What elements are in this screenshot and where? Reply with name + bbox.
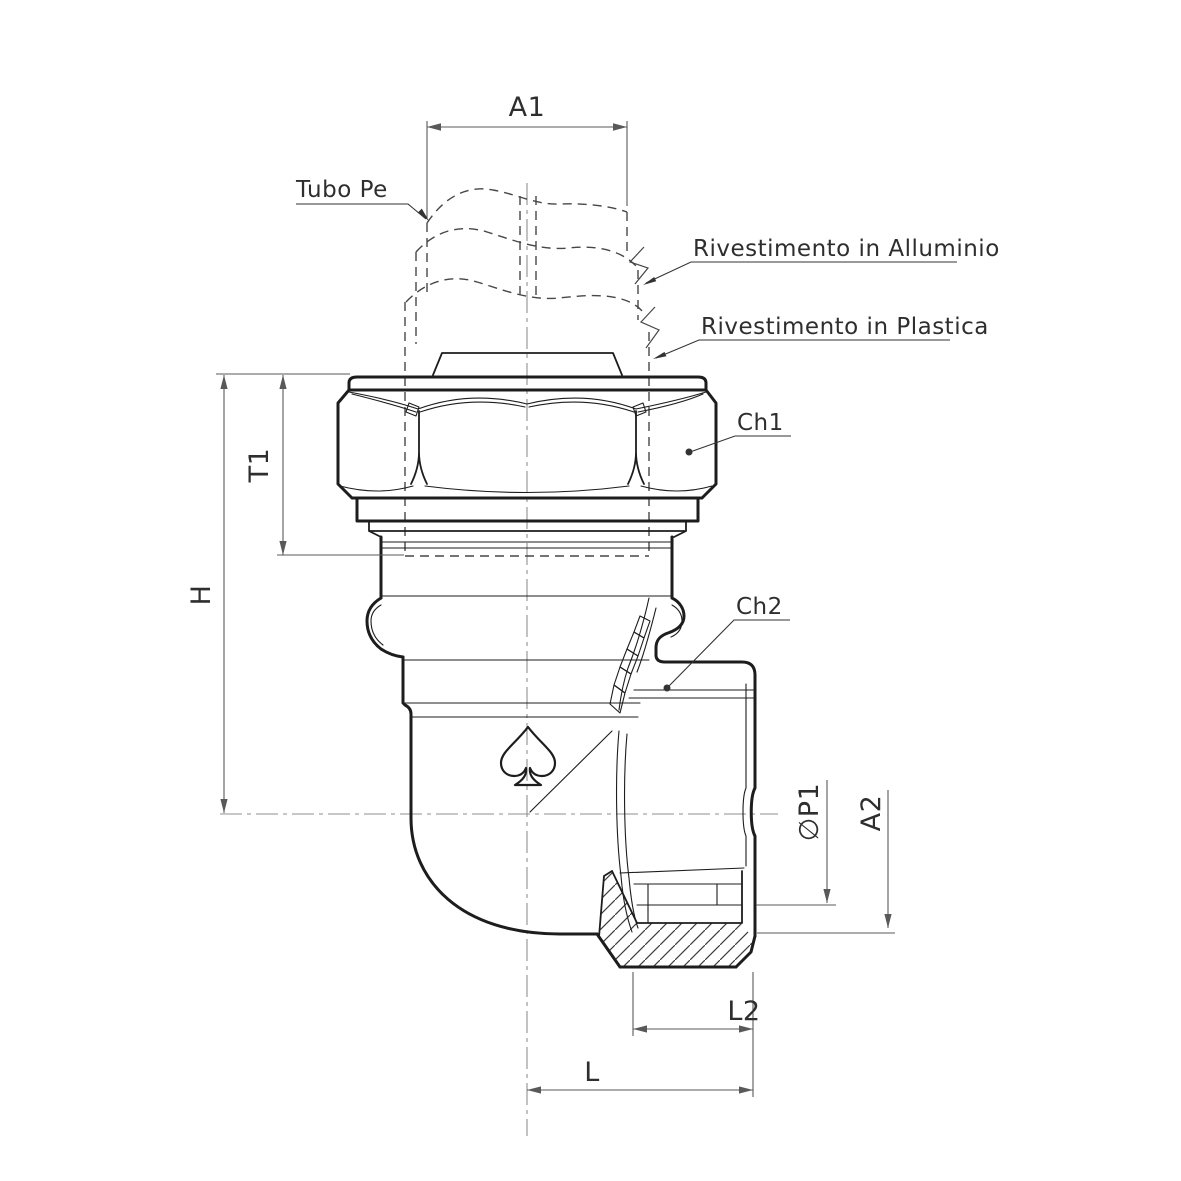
plastic-break-symbol	[639, 306, 660, 349]
aluminum-break-symbol	[628, 246, 650, 285]
dimension-a1: A1	[426, 92, 628, 218]
port-bottom-flat	[595, 932, 738, 969]
callout-rivestimento-alluminio: Rivestimento in Alluminio	[643, 236, 1000, 285]
nut-top-chamfer-garland	[348, 391, 707, 413]
body-flare-right	[654, 596, 686, 657]
dimension-a2-label: A2	[856, 795, 887, 832]
dimension-l: L	[527, 1057, 753, 1094]
dimension-h-label: H	[186, 585, 217, 606]
bore-cone-edges	[598, 870, 638, 938]
port-bottom-chamfer	[734, 934, 757, 969]
pe-tube-break-edge	[426, 188, 628, 224]
tubo-pe-label: Tubo Pe	[295, 177, 388, 203]
callout-ch1: Ch1	[685, 410, 791, 456]
port-end-face	[749, 673, 757, 938]
dimension-t1-label: T1	[244, 448, 275, 484]
dimension-p1-label: ∅P1	[794, 783, 825, 841]
pe-tube-sides	[426, 196, 628, 300]
callout-tubo-pe: Tubo Pe	[295, 177, 429, 221]
nut-hex-face-edge-right	[627, 410, 645, 485]
dimension-a2: A2	[757, 790, 895, 934]
ch1-label: Ch1	[737, 410, 784, 436]
aluminum-layer-sides	[415, 252, 639, 344]
nut-chamfer-facet-left	[405, 402, 420, 417]
dimension-p1: ∅P1	[756, 780, 836, 906]
callout-ch2: Ch2	[663, 594, 790, 692]
leader-callouts: Tubo Pe Rivestimento in Alluminio Rivest…	[295, 177, 1000, 692]
ch2-leader-dot	[663, 684, 671, 692]
thread-relief-lines	[647, 883, 718, 924]
spade-logo	[499, 725, 557, 787]
dimension-a1-label: A1	[509, 92, 546, 123]
nut-chamfer-facet-right	[632, 402, 647, 417]
port-end-face-inner	[742, 683, 747, 867]
nut-hex-silhouette	[336, 388, 718, 500]
body-neck-edges	[379, 535, 674, 600]
aluminum-layer-break-edge	[415, 227, 637, 267]
dimension-l2-label: L2	[727, 996, 760, 1027]
insert-ring	[432, 352, 623, 376]
female-threaded-port	[595, 597, 757, 969]
body-step-ring	[368, 520, 687, 538]
pipe-hidden-inside-fitting	[404, 302, 650, 557]
nut-bottom-chamfer-arcs	[339, 485, 713, 494]
body-flare-inner-contours	[370, 604, 683, 646]
fitting-body	[365, 520, 687, 936]
ch1-leader-dot	[685, 448, 693, 456]
facet	[609, 684, 626, 714]
port-junction-facets	[609, 615, 651, 714]
nut-cap	[347, 375, 708, 392]
compression-nut	[336, 352, 718, 523]
nut-collar	[355, 496, 700, 523]
rivestimento-alluminio-label: Rivestimento in Alluminio	[693, 236, 1000, 262]
section-hatch	[599, 871, 752, 966]
body-shoulder-lines	[402, 659, 650, 718]
body-flare-left	[365, 596, 405, 659]
facet	[626, 631, 645, 657]
dimension-h: H	[186, 375, 228, 813]
body-left-edge	[401, 655, 413, 820]
port-junction-curves	[618, 597, 657, 711]
plastic-layer-break-edge	[405, 278, 644, 313]
body-neck-rings	[380, 541, 673, 597]
callout-rivestimento-plastica: Rivestimento in Plastica	[653, 314, 989, 359]
elbow-outer-curve	[409, 816, 562, 936]
dimension-l-label: L	[584, 1057, 600, 1088]
facet	[619, 648, 639, 675]
nut-hex-face-edge-left	[410, 410, 428, 485]
port-corner-wavy-edges	[615, 730, 639, 933]
dimensions: A1 T1 H ∅P1 A2 L2	[186, 92, 895, 1097]
ch2-label: Ch2	[736, 594, 783, 620]
dimension-l2: L2	[632, 972, 760, 1097]
dimension-t1: T1	[216, 373, 404, 556]
port-hex-lower-edge	[619, 867, 745, 874]
port-hex-upper-edges	[628, 689, 756, 699]
rivestimento-plastica-label: Rivestimento in Plastica	[701, 314, 989, 340]
port-top-flat	[654, 653, 757, 677]
pe-pipe-hidden-lines	[404, 188, 660, 557]
transition-edge-line	[529, 730, 613, 813]
